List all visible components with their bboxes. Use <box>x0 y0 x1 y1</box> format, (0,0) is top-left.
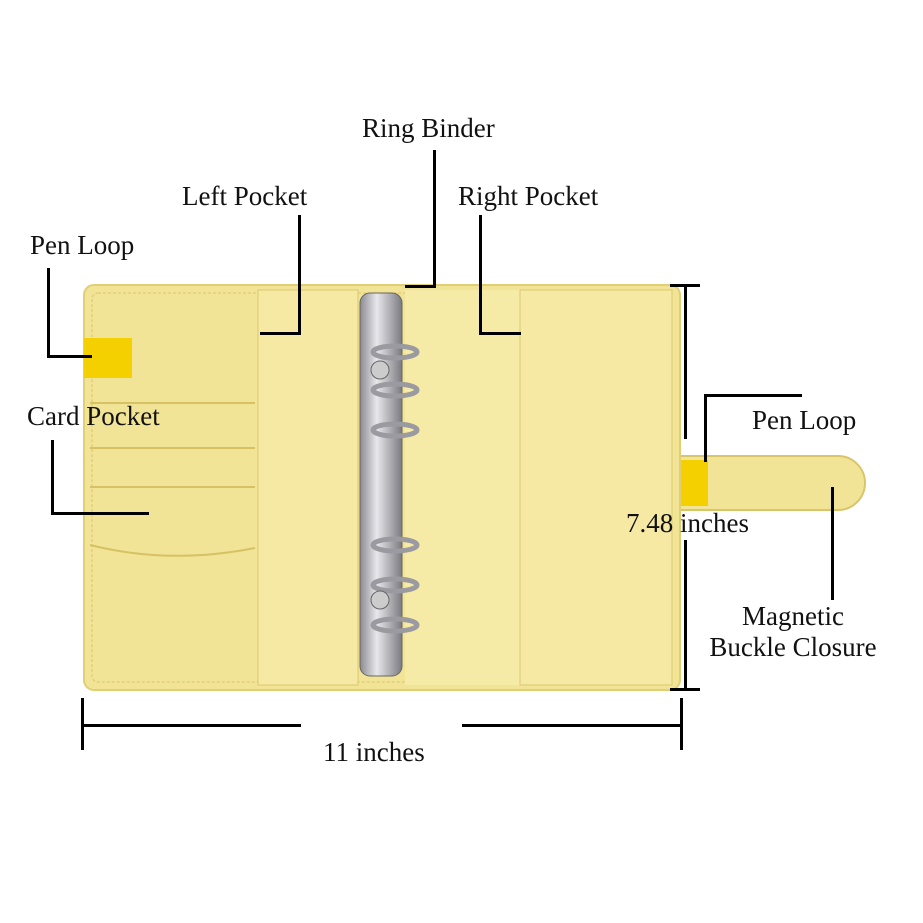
pen-loop-right-label: Pen Loop <box>752 405 857 435</box>
right-pocket <box>519 289 673 686</box>
leader-line <box>704 394 707 462</box>
leader-line <box>51 512 149 515</box>
leader-line <box>51 440 54 515</box>
pen-loop-left-label: Pen Loop <box>30 230 135 260</box>
dimension-tick <box>670 688 700 691</box>
dimension-line <box>684 284 687 439</box>
leader-line <box>260 332 301 335</box>
dimension-tick <box>680 698 683 750</box>
card-pockets <box>89 402 256 557</box>
leader-line <box>831 487 834 600</box>
closure-label-line2: Buckle Closure <box>709 632 877 663</box>
right-pocket-label: Right Pocket <box>458 181 599 211</box>
width-label: 11 inches <box>323 737 425 767</box>
pen-loop-left <box>84 338 132 378</box>
dimension-line <box>462 724 683 727</box>
ring-binder-label: Ring Binder <box>362 113 495 143</box>
leader-line <box>479 215 482 335</box>
leader-line <box>704 394 802 397</box>
magnetic-strap <box>669 455 866 511</box>
height-label: 7.48 inches <box>626 508 749 538</box>
closure-label-line1: Magnetic <box>742 601 844 631</box>
pen-loop-right <box>680 460 708 506</box>
dimension-line <box>81 724 301 727</box>
leader-line <box>298 215 301 335</box>
left-pocket-label: Left Pocket <box>182 181 308 211</box>
card-pocket-label: Card Pocket <box>27 401 160 431</box>
closure-label: Magnetic Buckle Closure <box>693 601 893 663</box>
leader-line <box>433 150 436 287</box>
leader-line <box>47 268 50 358</box>
center-page <box>405 290 520 685</box>
left-pocket <box>257 289 359 686</box>
leader-line <box>405 285 436 288</box>
leader-line <box>479 332 521 335</box>
dimension-line <box>684 540 687 691</box>
leader-line <box>47 355 92 358</box>
rings <box>370 343 420 634</box>
